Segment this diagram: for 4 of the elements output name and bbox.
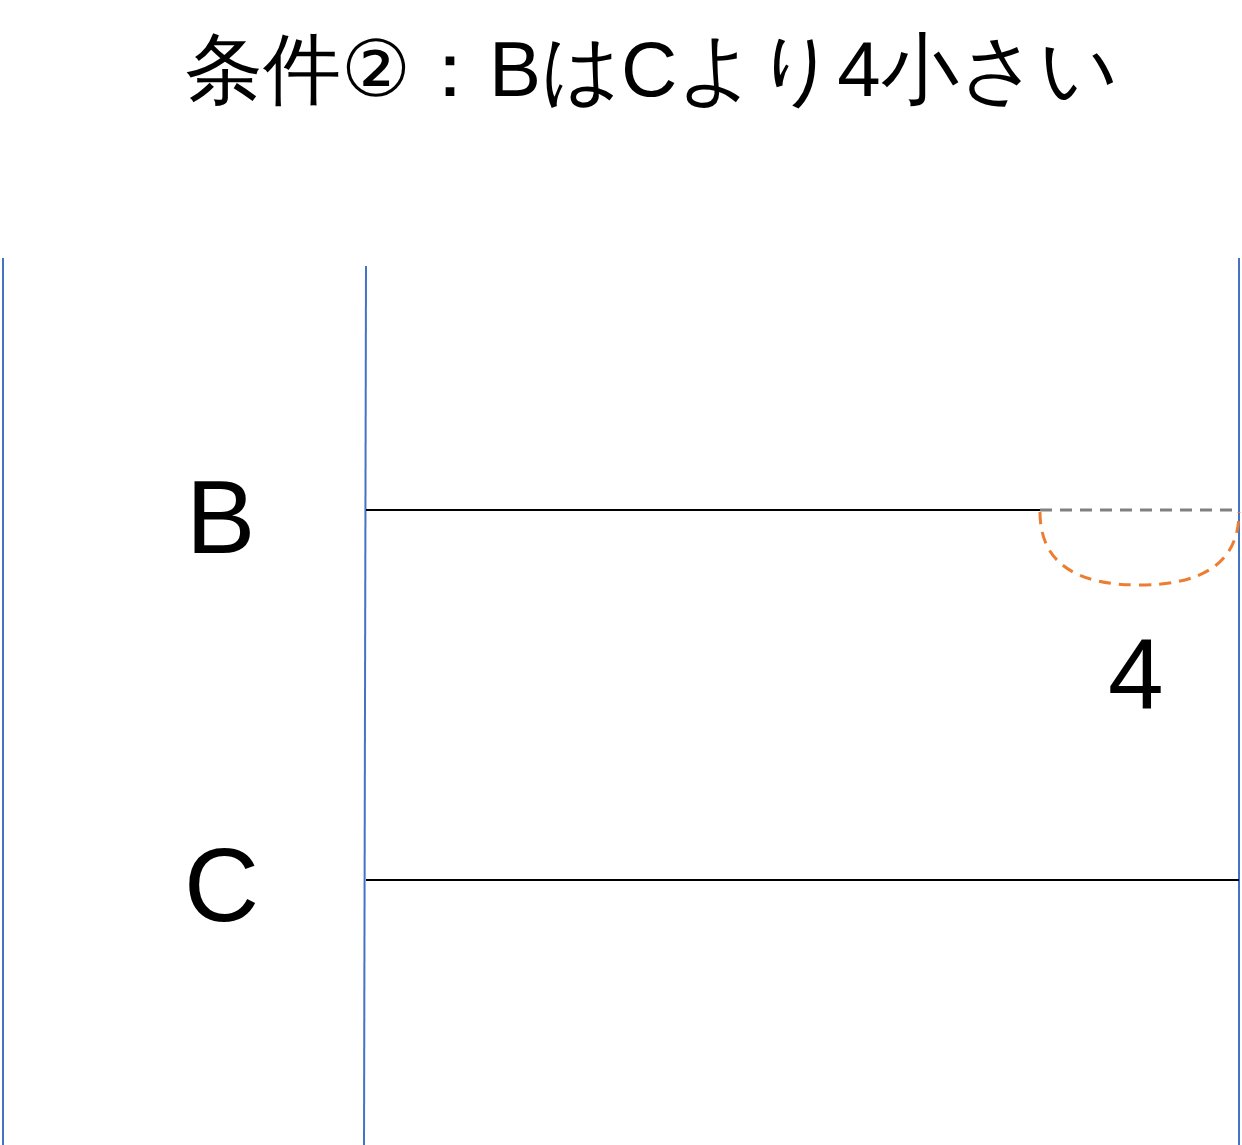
row-label: B: [186, 465, 256, 569]
dimension-label: 4: [1108, 624, 1164, 724]
title: 条件②：BはCより4小さい: [185, 30, 1119, 108]
row-label: C: [184, 833, 260, 937]
